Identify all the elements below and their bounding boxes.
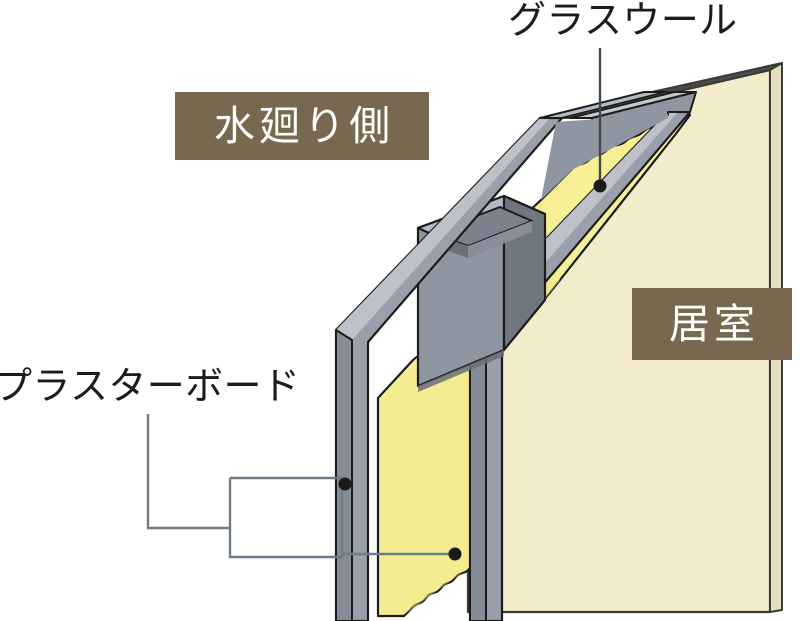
stud-cavity-inner-wall-right — [468, 221, 532, 258]
plasterboard-inner-highlight — [470, 112, 678, 621]
glasswool-leader-dot — [593, 179, 607, 193]
living-room-badge: 居室 — [632, 288, 792, 360]
wall-top-cap-group — [539, 91, 697, 200]
plasterboard-leader-dot-upper — [338, 477, 352, 491]
glasswool-lower-shade — [380, 322, 482, 614]
plasterboard-leader-box — [228, 476, 344, 559]
plasterboard-outer-left-edge — [335, 329, 353, 621]
stud-bottom-shadow — [418, 350, 504, 392]
leader-lines-group — [146, 48, 607, 561]
plasterboard-leader-bracket — [146, 414, 230, 530]
plasterboard-leader-dot-lower — [448, 547, 462, 561]
wet-side-badge: 水廻り側 — [175, 92, 429, 160]
glasswool-label: グラスウール — [508, 0, 738, 42]
plasterboard-label: プラスターボード — [0, 366, 301, 408]
upper-grey-slab — [541, 114, 668, 200]
